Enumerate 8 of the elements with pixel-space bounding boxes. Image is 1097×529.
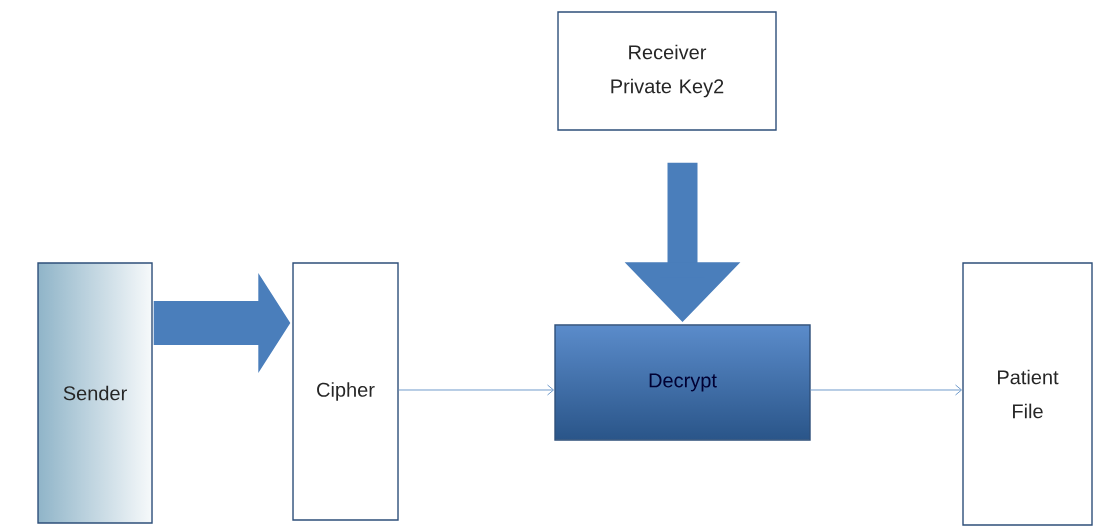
arrow xyxy=(398,384,555,396)
key-box: Receiver Private Key2 xyxy=(557,11,777,131)
block-arrow xyxy=(153,273,291,373)
output-box: Patient File xyxy=(962,262,1093,526)
process-box: Cipher xyxy=(292,262,399,521)
sender-box: Sender xyxy=(37,262,153,524)
arrow xyxy=(810,384,962,396)
process-box: Decrypt xyxy=(554,324,811,441)
